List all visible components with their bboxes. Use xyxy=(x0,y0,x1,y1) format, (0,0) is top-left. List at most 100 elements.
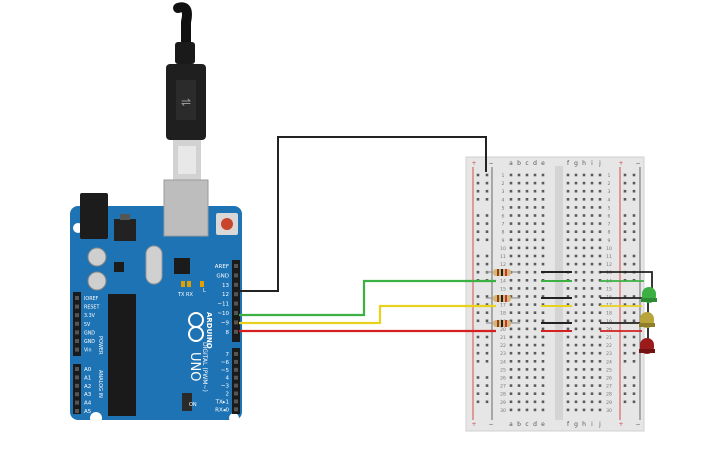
pin-hole[interactable] xyxy=(75,330,79,335)
breadboard-hole[interactable] xyxy=(598,392,602,395)
breadboard-hole[interactable] xyxy=(598,214,602,217)
breadboard-hole[interactable] xyxy=(541,368,545,371)
breadboard-hole[interactable] xyxy=(574,343,578,347)
breadboard-hole[interactable] xyxy=(582,327,586,331)
breadboard-hole[interactable] xyxy=(598,262,602,266)
breadboard-hole[interactable] xyxy=(517,311,521,314)
led-green[interactable] xyxy=(641,287,657,303)
breadboard-hole[interactable] xyxy=(525,351,529,355)
rail-hole[interactable] xyxy=(476,384,480,387)
rail-hole[interactable] xyxy=(632,343,636,347)
breadboard-hole[interactable] xyxy=(574,327,578,331)
pin-hole[interactable] xyxy=(75,409,79,413)
breadboard-hole[interactable] xyxy=(566,311,570,314)
breadboard-hole[interactable] xyxy=(598,376,602,379)
rail-hole[interactable] xyxy=(476,222,480,225)
breadboard-hole[interactable] xyxy=(590,368,594,371)
ground-wire[interactable] xyxy=(239,136,487,292)
breadboard-hole[interactable] xyxy=(574,360,578,363)
breadboard-hole[interactable] xyxy=(582,173,586,177)
breadboard-hole[interactable] xyxy=(525,270,529,274)
breadboard-hole[interactable] xyxy=(566,222,570,225)
pin-hole[interactable] xyxy=(234,367,238,372)
rail-hole[interactable] xyxy=(476,360,480,363)
rail-hole[interactable] xyxy=(632,295,636,298)
breadboard-hole[interactable] xyxy=(590,335,594,339)
breadboard-hole[interactable] xyxy=(598,408,602,412)
breadboard-hole[interactable] xyxy=(533,295,537,298)
breadboard-hole[interactable] xyxy=(509,246,513,250)
breadboard-hole[interactable] xyxy=(574,319,578,323)
breadboard-hole[interactable] xyxy=(590,295,594,298)
breadboard-hole[interactable] xyxy=(574,222,578,225)
breadboard-hole[interactable] xyxy=(574,181,578,185)
resistor-1[interactable] xyxy=(486,269,520,276)
breadboard-hole[interactable] xyxy=(598,295,602,298)
pin-hole[interactable] xyxy=(234,301,238,306)
breadboard-hole[interactable] xyxy=(509,189,513,193)
breadboard-hole[interactable] xyxy=(541,295,545,298)
breadboard-hole[interactable] xyxy=(541,335,545,339)
breadboard-hole[interactable] xyxy=(509,384,513,387)
breadboard-hole[interactable] xyxy=(509,343,513,347)
breadboard-hole[interactable] xyxy=(509,214,513,217)
breadboard-hole[interactable] xyxy=(509,173,513,177)
breadboard-hole[interactable] xyxy=(590,343,594,347)
breadboard-hole[interactable] xyxy=(525,368,529,371)
breadboard-hole[interactable] xyxy=(541,408,545,412)
breadboard-hole[interactable] xyxy=(598,206,602,209)
rail-hole[interactable] xyxy=(476,230,480,233)
breadboard-hole[interactable] xyxy=(598,351,602,355)
breadboard-hole[interactable] xyxy=(582,384,586,387)
breadboard-hole[interactable] xyxy=(598,303,602,306)
breadboard-hole[interactable] xyxy=(533,384,537,387)
breadboard-hole[interactable] xyxy=(582,262,586,266)
rail-hole[interactable] xyxy=(485,311,489,314)
breadboard-hole[interactable] xyxy=(574,246,578,250)
pin-hole[interactable] xyxy=(75,375,79,380)
rail-hole[interactable] xyxy=(623,384,627,387)
pin-hole[interactable] xyxy=(75,383,79,388)
breadboard-hole[interactable] xyxy=(598,198,602,201)
resistor-3[interactable] xyxy=(486,320,520,327)
breadboard-hole[interactable] xyxy=(517,246,521,250)
breadboard-hole[interactable] xyxy=(509,351,513,355)
breadboard-hole[interactable] xyxy=(533,400,537,404)
breadboard-hole[interactable] xyxy=(582,222,586,225)
breadboard-hole[interactable] xyxy=(566,376,570,379)
pin-hole[interactable] xyxy=(234,329,238,334)
breadboard-hole[interactable] xyxy=(566,214,570,217)
breadboard-hole[interactable] xyxy=(525,408,529,412)
breadboard-hole[interactable] xyxy=(574,262,578,266)
rail-hole[interactable] xyxy=(623,392,627,395)
breadboard-hole[interactable] xyxy=(541,400,545,404)
breadboard-hole[interactable] xyxy=(509,198,513,201)
rail-hole[interactable] xyxy=(623,351,627,355)
breadboard-hole[interactable] xyxy=(541,392,545,395)
rail-hole[interactable] xyxy=(476,400,480,404)
breadboard-hole[interactable] xyxy=(533,368,537,371)
breadboard-hole[interactable] xyxy=(598,400,602,404)
breadboard-hole[interactable] xyxy=(598,181,602,185)
breadboard-hole[interactable] xyxy=(525,400,529,404)
breadboard-hole[interactable] xyxy=(566,173,570,177)
rail-hole[interactable] xyxy=(485,376,489,379)
breadboard-hole[interactable] xyxy=(541,222,545,225)
breadboard-hole[interactable] xyxy=(582,408,586,412)
rail-hole[interactable] xyxy=(485,303,489,306)
breadboard-hole[interactable] xyxy=(517,287,521,290)
breadboard-hole[interactable] xyxy=(574,206,578,209)
led-red[interactable] xyxy=(639,338,655,354)
breadboard-hole[interactable] xyxy=(525,189,529,193)
rail-hole[interactable] xyxy=(485,230,489,233)
breadboard-hole[interactable] xyxy=(517,189,521,193)
breadboard-hole[interactable] xyxy=(517,351,521,355)
rail-hole[interactable] xyxy=(485,351,489,355)
breadboard-hole[interactable] xyxy=(525,335,529,339)
breadboard-hole[interactable] xyxy=(509,319,513,323)
rail-hole[interactable] xyxy=(485,238,489,242)
breadboard-hole[interactable] xyxy=(598,384,602,387)
breadboard-hole[interactable] xyxy=(517,343,521,347)
breadboard-hole[interactable] xyxy=(517,360,521,363)
